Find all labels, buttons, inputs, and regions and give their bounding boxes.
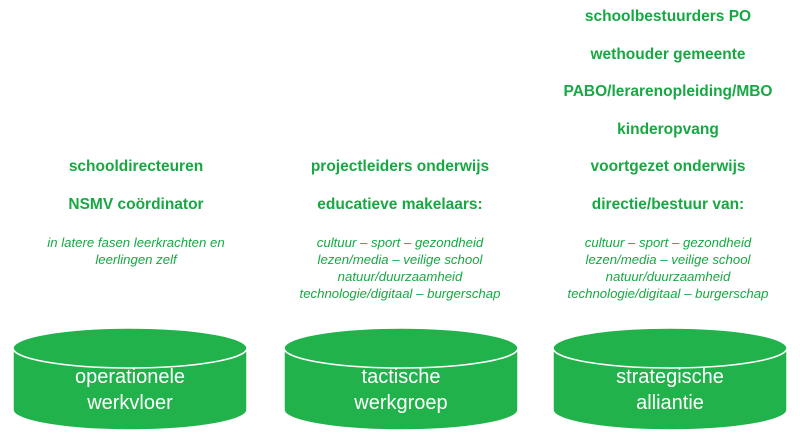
cylinder-shape <box>552 327 788 431</box>
cylinder-operational: operationele werkvloer <box>11 326 249 432</box>
role-label: educatieve makelaars: <box>317 196 483 213</box>
cylinder-label: tactische werkgroep <box>282 364 520 416</box>
cylinder-label-line: werkvloer <box>87 392 173 414</box>
cylinder-label: operationele werkvloer <box>11 364 249 416</box>
column-tactical: projectleiders onderwijs educatieve make… <box>270 0 530 326</box>
details-block: in latere fasen leerkrachten en leerling… <box>5 234 267 268</box>
details-block: cultuur – sport – gezondheid lezen/media… <box>270 234 530 302</box>
cylinder-label-line: strategische <box>616 366 724 388</box>
cylinder-label-line: werkgroep <box>354 392 448 414</box>
cylinder-tactical: tactische werkgroep <box>282 326 520 432</box>
role-label: schoolbestuurders PO <box>584 8 752 25</box>
cylinder-strategic: strategische alliantie <box>551 326 789 432</box>
cylinder-label-line: operationele <box>74 366 186 388</box>
column-operational: schooldirecteuren NSMV coördinator in la… <box>5 0 267 326</box>
detail-line: in latere fasen leerkrachten en <box>47 235 225 250</box>
cylinder-shape <box>283 327 519 431</box>
role-label: kinderopvang <box>617 121 719 138</box>
role-label: directie/bestuur van: <box>591 196 745 213</box>
detail-line: technologie/digitaal – burgerschap <box>299 286 501 301</box>
details-block: cultuur – sport – gezondheid lezen/media… <box>537 234 799 302</box>
role-label: schooldirecteuren <box>68 158 204 175</box>
cylinder-label: strategische alliantie <box>551 364 789 416</box>
cylinder-label-line: tactische <box>361 366 441 388</box>
detail-line: natuur/duurzaamheid <box>337 269 463 284</box>
cylinder-label-line: alliantie <box>636 392 704 414</box>
detail-line: cultuur – sport – gezondheid <box>584 235 752 250</box>
column-strategic: schoolbestuurders PO wethouder gemeente … <box>537 0 799 326</box>
detail-line: leerlingen zelf <box>95 252 177 267</box>
role-label: NSMV coördinator <box>68 196 204 213</box>
detail-line: lezen/media – veilige school <box>585 252 751 267</box>
role-label: projectleiders onderwijs <box>310 158 490 175</box>
detail-line: technologie/digitaal – burgerschap <box>567 286 769 301</box>
cylinder-shape <box>12 327 248 431</box>
role-label: PABO/lerarenopleiding/MBO <box>563 83 773 100</box>
detail-line: lezen/media – veilige school <box>317 252 483 267</box>
detail-line: natuur/duurzaamheid <box>605 269 731 284</box>
detail-line: cultuur – sport – gezondheid <box>316 235 484 250</box>
role-label: voortgezet onderwijs <box>590 158 746 175</box>
role-label: wethouder gemeente <box>590 46 746 63</box>
